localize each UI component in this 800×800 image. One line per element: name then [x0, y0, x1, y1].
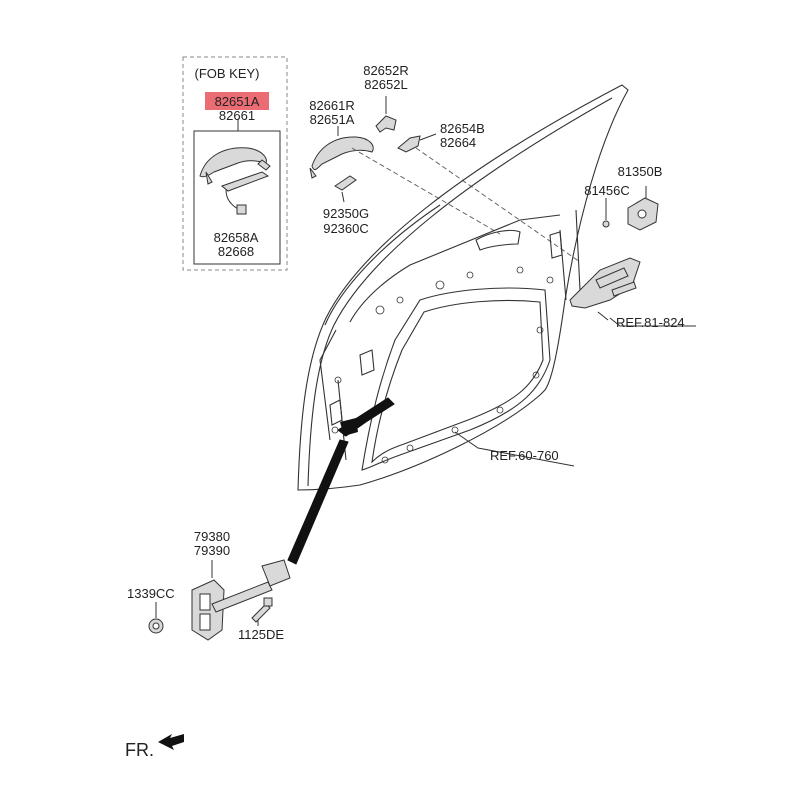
- part-82651A-fob[interactable]: 82651A: [214, 94, 260, 109]
- bolt-part: [251, 597, 273, 623]
- fob-key-box: [182, 56, 288, 271]
- part-82658A[interactable]: 82658A: [213, 230, 259, 245]
- striker-part: [627, 197, 659, 231]
- part-79390[interactable]: 79390: [193, 543, 231, 558]
- inside-handle-assembly: [569, 257, 641, 309]
- key-cap-part: [375, 115, 397, 133]
- fob-key-inner-box: [193, 130, 281, 265]
- door-panel: [297, 84, 629, 491]
- door-holes: [331, 266, 554, 464]
- part-81456C[interactable]: 81456C: [584, 183, 630, 198]
- part-82651A[interactable]: 82651A: [309, 112, 355, 127]
- part-92360C[interactable]: 92360C: [323, 221, 369, 236]
- part-81350B[interactable]: 81350B: [617, 164, 663, 179]
- screw-part: [602, 198, 610, 228]
- part-82652L[interactable]: 82652L: [364, 77, 408, 92]
- nut-part: [148, 618, 164, 634]
- fob-sensor-cable: [221, 171, 270, 215]
- part-82664[interactable]: 82664: [440, 135, 477, 150]
- part-highlight: [205, 92, 269, 110]
- front-arrow-icon: [158, 734, 184, 750]
- cylinder-cover-part: [397, 135, 421, 153]
- part-82661R[interactable]: 82661R: [309, 98, 355, 113]
- ref-81-824[interactable]: REF.81-824: [616, 315, 685, 330]
- front-direction-label: FR.: [125, 740, 154, 760]
- outside-handle-part: [309, 136, 374, 179]
- part-1339CC[interactable]: 1339CC: [127, 586, 175, 601]
- part-82668[interactable]: 82668: [217, 244, 255, 259]
- part-1125DE[interactable]: 1125DE: [238, 627, 285, 642]
- ref-60-760[interactable]: REF.60-760: [490, 448, 559, 463]
- part-79380[interactable]: 79380: [193, 529, 231, 544]
- part-82654B[interactable]: 82654B: [440, 121, 485, 136]
- part-82661-fob[interactable]: 82661: [218, 108, 256, 123]
- part-82652R[interactable]: 82652R: [363, 63, 409, 78]
- part-92350G[interactable]: 92350G: [322, 206, 370, 221]
- door-checker-strap: [287, 439, 349, 565]
- door-checker-part: [191, 559, 291, 641]
- fob-key-title: (FOB KEY): [194, 66, 260, 81]
- fob-handle-part: [199, 147, 271, 185]
- handle-cover-part: [334, 175, 357, 191]
